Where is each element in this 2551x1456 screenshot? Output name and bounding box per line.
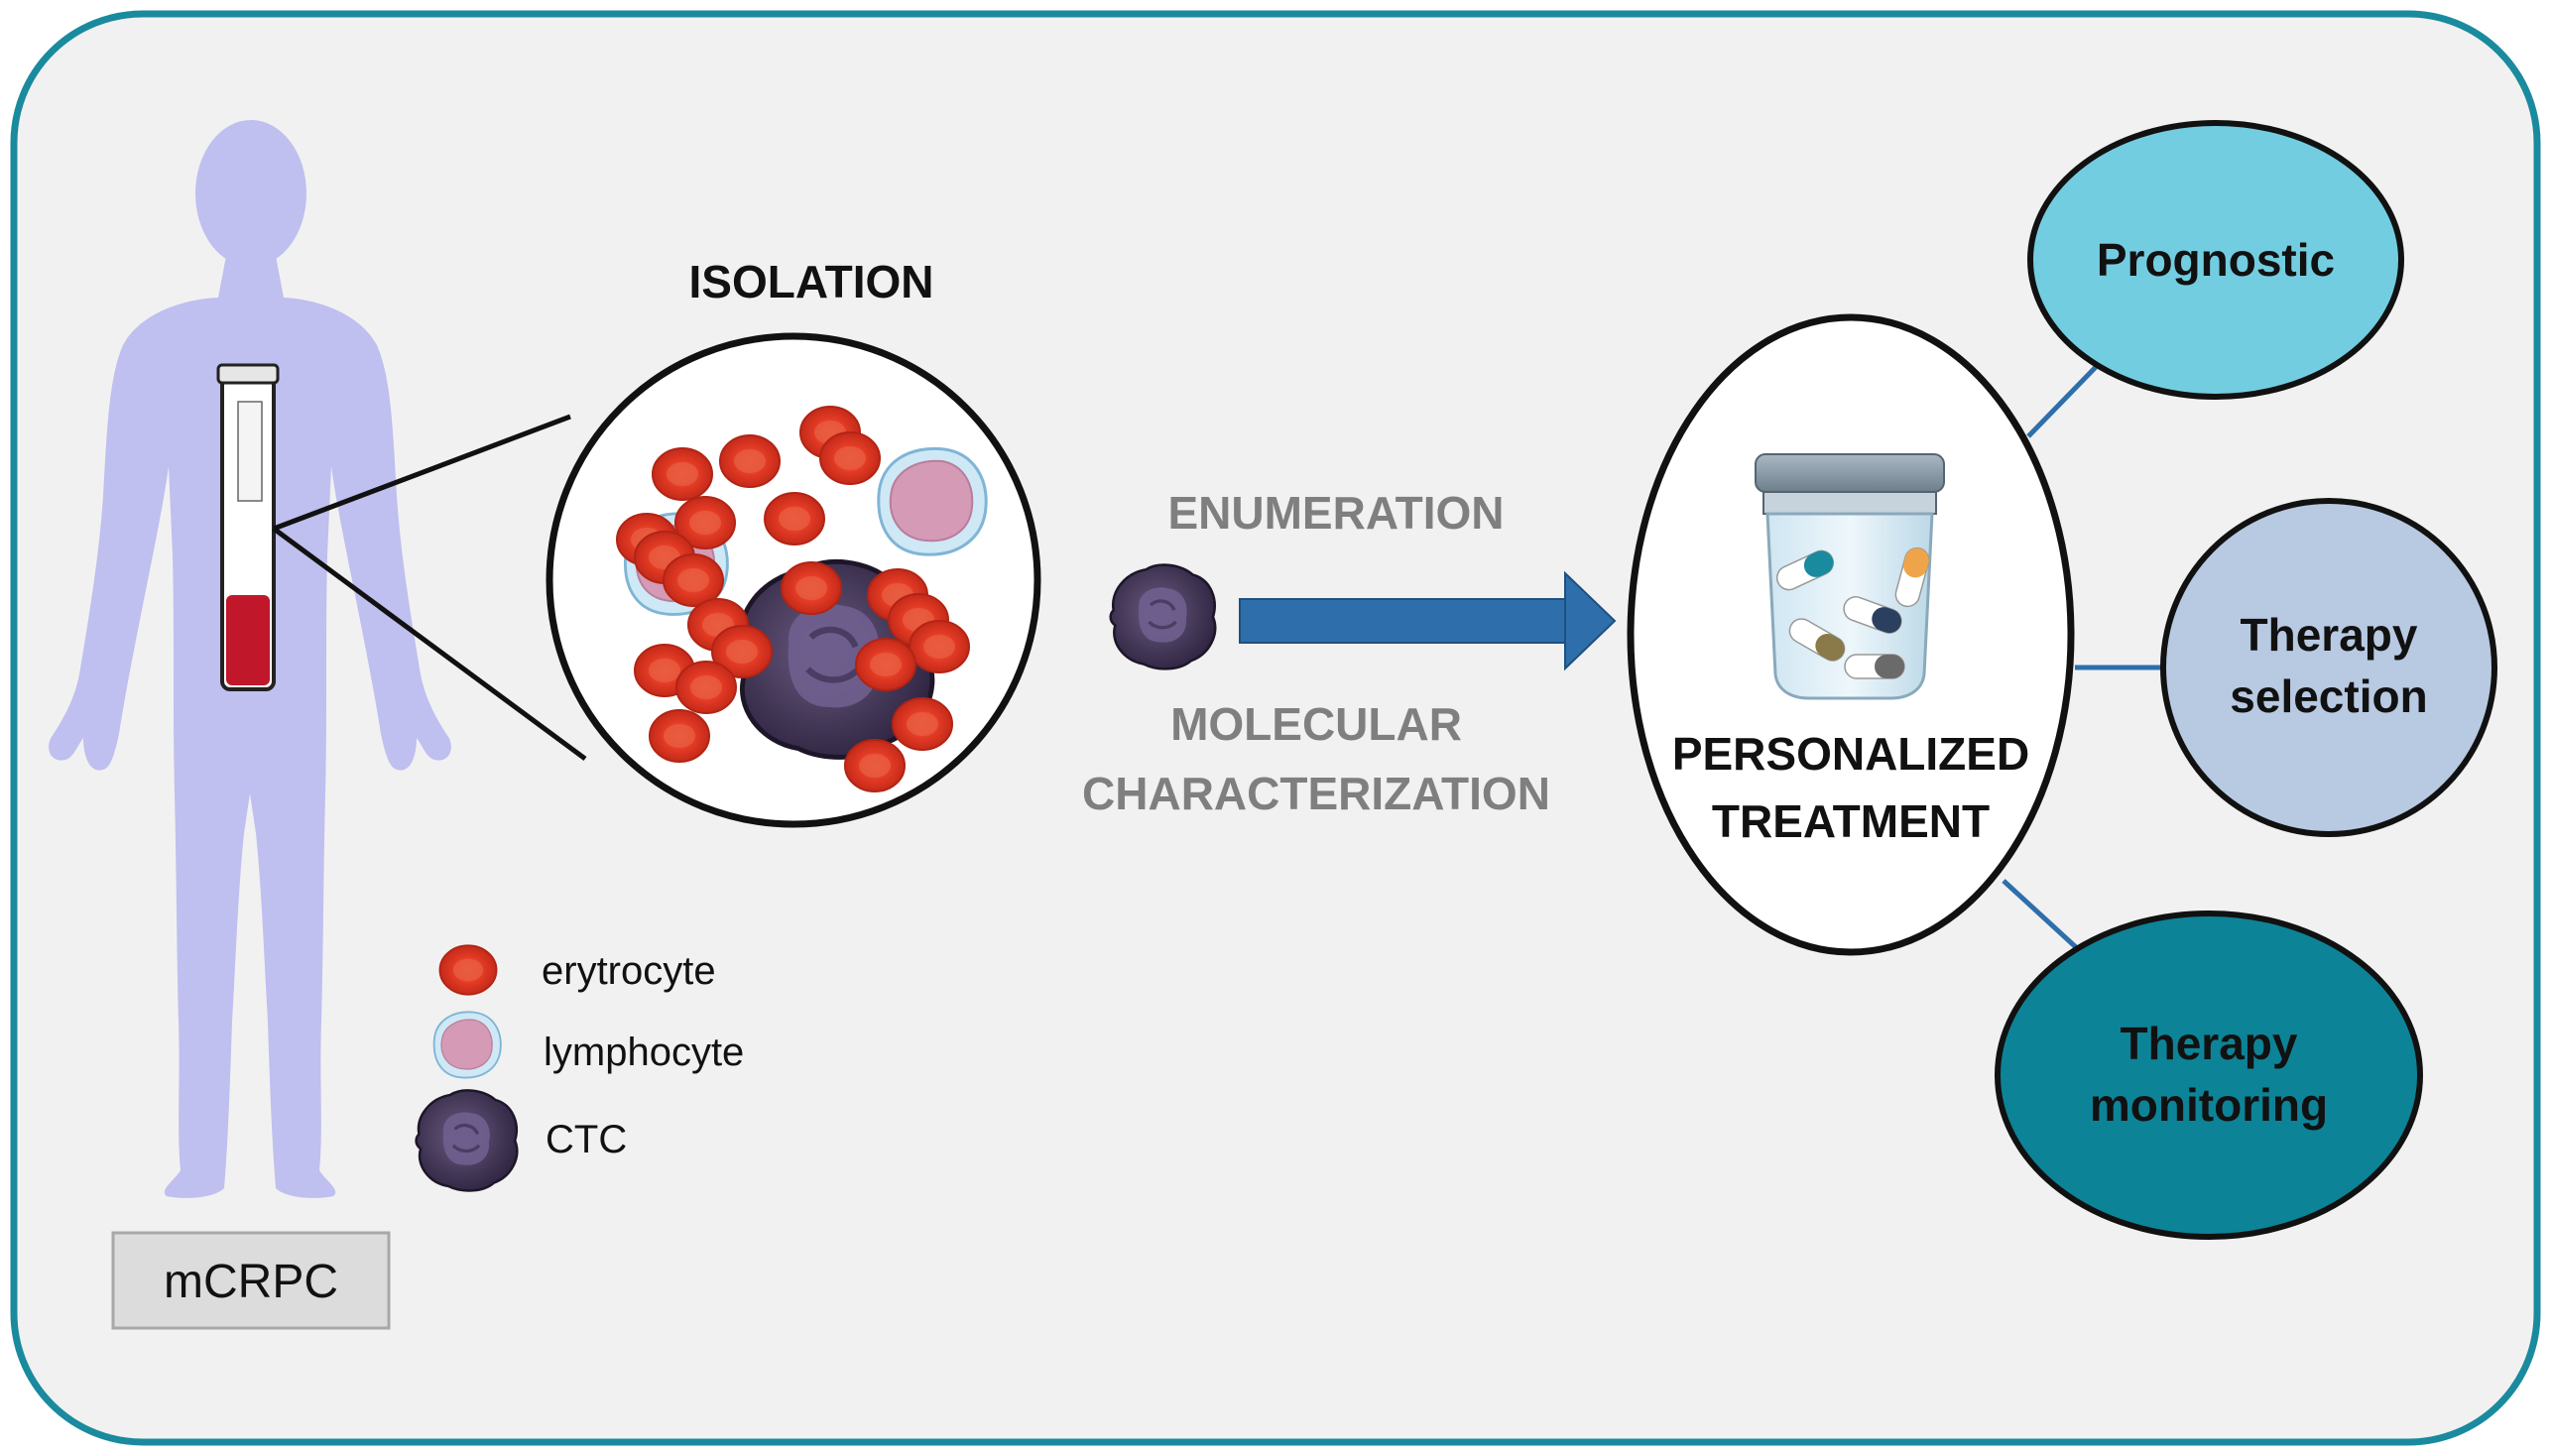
human-silhouette [49,120,451,1198]
enumeration-label: ENUMERATION [1167,487,1504,539]
blood-tube [216,363,280,691]
therapy-selection-label-line1: Therapy [2241,609,2418,661]
patient-label: mCRPC [164,1256,338,1308]
pill-jar-icon [1755,453,1945,700]
prognostic-label: Prognostic [2097,234,2335,286]
cell-legend: erytrocyte lymphocyte CTC [414,944,744,1193]
ctc-single-icon [1109,562,1217,671]
legend-ctc-label: CTC [546,1118,627,1161]
therapy-monitoring-label-line1: Therapy [2121,1018,2298,1069]
therapy-selection-label-line2: selection [2230,670,2427,722]
prognostic-node [2027,120,2404,400]
therapy-selection-node [2160,498,2497,837]
therapy-monitoring-label-line2: monitoring [2090,1079,2328,1131]
molecular-label-line1: MOLECULAR [1170,698,1462,750]
connector-lines [2002,363,2165,949]
molecular-label-line2: CHARACTERIZATION [1082,768,1550,819]
process-arrow [1239,570,1617,671]
legend-erythrocyte-label: erytrocyte [542,949,716,993]
magnified-sample [546,332,1041,828]
therapy-monitoring-node [1995,910,2423,1240]
legend-lymphocyte-label: lymphocyte [544,1031,744,1074]
erythrocyte-icon [438,944,498,996]
patient-box [111,1231,391,1330]
isolation-label: ISOLATION [688,256,933,307]
zoom-lines [272,414,587,762]
lymphocyte-icon [432,1011,502,1079]
personalized-label-line2: TREATMENT [1712,795,1990,847]
ctc-icon [414,1088,519,1193]
personalized-label-line1: PERSONALIZED [1672,728,2029,780]
